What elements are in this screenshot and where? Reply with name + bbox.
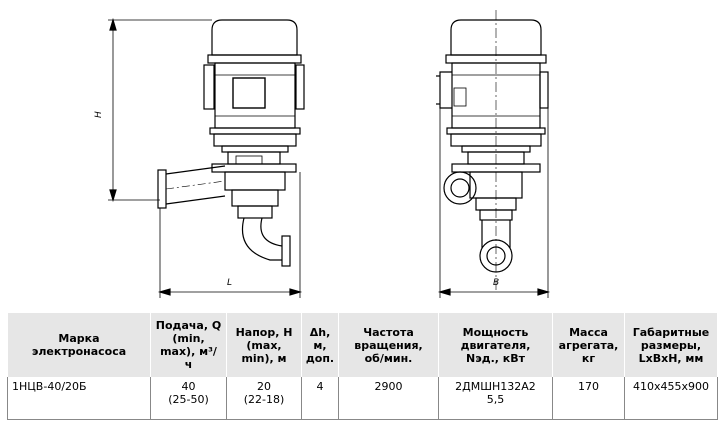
width-dimension-label: B xyxy=(493,278,499,288)
table-cell: 410x455x900 xyxy=(624,377,718,420)
height-dimension-label: H xyxy=(94,111,104,118)
column-header: Δh,м,доп. xyxy=(301,313,339,377)
table-cell: 40(25-50) xyxy=(150,377,227,420)
pump-front-view: H L xyxy=(94,17,305,298)
column-header: Подача, Q(min,max), м³/ч xyxy=(150,313,227,377)
column-header: Напор, Н(max,min), м xyxy=(226,313,302,377)
table-cell: 170 xyxy=(552,377,625,420)
pump-side-view: B xyxy=(436,10,551,298)
table-cell: 1НЦВ-40/20Б xyxy=(7,377,151,420)
table-cell: 2900 xyxy=(338,377,439,420)
table-cell: 20(22-18) xyxy=(226,377,302,420)
length-dimension-label: L xyxy=(227,278,232,288)
table-cell: 4 xyxy=(301,377,339,420)
pump-technical-drawing: H L xyxy=(94,10,551,298)
